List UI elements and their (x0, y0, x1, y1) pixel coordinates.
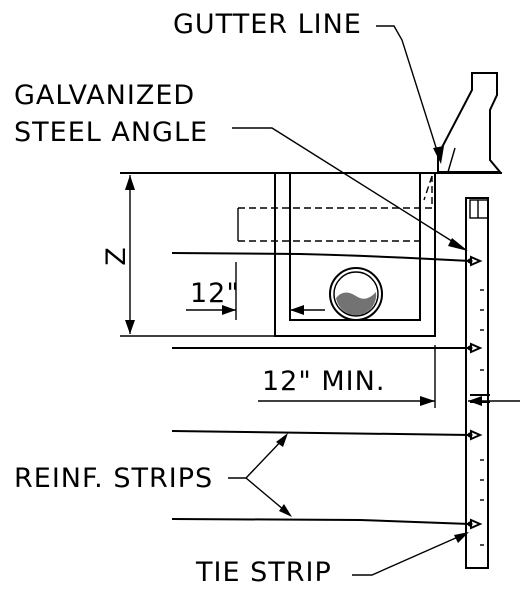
tie-strip-leader (352, 532, 469, 576)
reinf-strips-leader (228, 433, 292, 517)
z-dimension (120, 175, 275, 337)
steel-angle-label: STEEL ANGLE (14, 117, 208, 148)
wall-panel (465, 197, 490, 569)
reinf-strip-1 (171, 252, 483, 267)
galvanized-label: GALVANIZED (14, 80, 195, 111)
reinf-strip-3 (171, 429, 483, 441)
z-label: Z (101, 246, 132, 266)
curb-profile (437, 72, 503, 173)
gutter-line-leader (376, 25, 444, 164)
reinf-strip-4 (171, 518, 483, 530)
gutter-line-label: GUTTER LINE (173, 9, 362, 40)
drain-pipe (329, 267, 383, 321)
reinf-strips-label: REINF. STRIPS (14, 463, 213, 494)
reinf-strip-2 (172, 342, 483, 354)
tie-strip-label: TIE STRIP (195, 557, 332, 588)
twelve-inch-label: 12" (190, 278, 240, 309)
twelve-inch-min-dimension (258, 345, 520, 408)
twelve-inch-min-label: 12" MIN. (262, 366, 385, 397)
steel-angle-leader (232, 127, 468, 251)
twelve-inch-dimension (186, 262, 325, 320)
